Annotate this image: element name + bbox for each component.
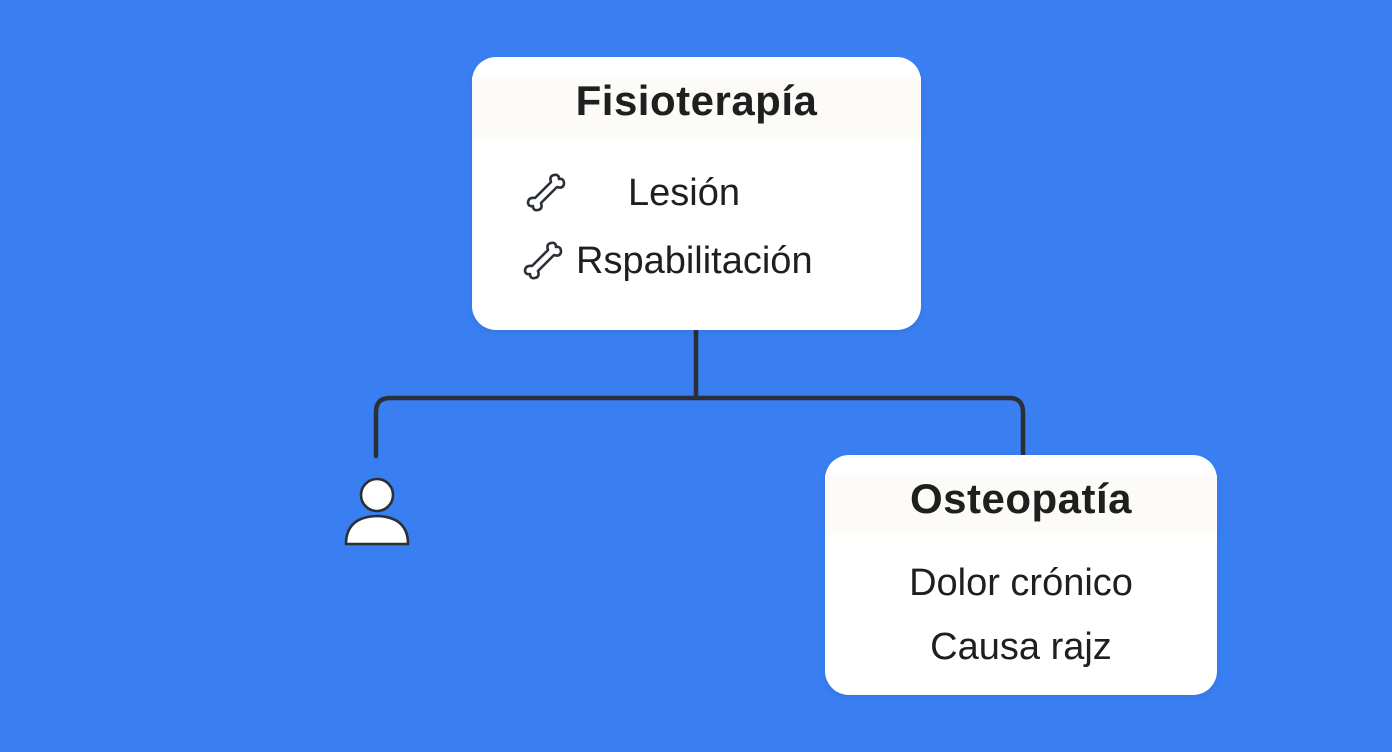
- card-title: Osteopatía: [825, 475, 1217, 535]
- branch-connector: [373, 395, 1026, 459]
- list-item-label: Causa rajz: [930, 626, 1112, 668]
- osteopatia-card: Osteopatía Dolor crónico Causa rajz: [825, 455, 1217, 695]
- fisioterapia-card: Fisioterapía Lesión Rspabilitación: [472, 57, 921, 330]
- bone-icon: [523, 241, 563, 280]
- card-title: Fisioterapía: [472, 77, 921, 139]
- list-item-label: Lesión: [628, 172, 740, 214]
- list-item-label: Dolor crónico: [909, 562, 1133, 604]
- list-item-label: Rspabilitación: [576, 240, 813, 282]
- bone-icon: [526, 173, 566, 212]
- person-icon: [344, 477, 410, 546]
